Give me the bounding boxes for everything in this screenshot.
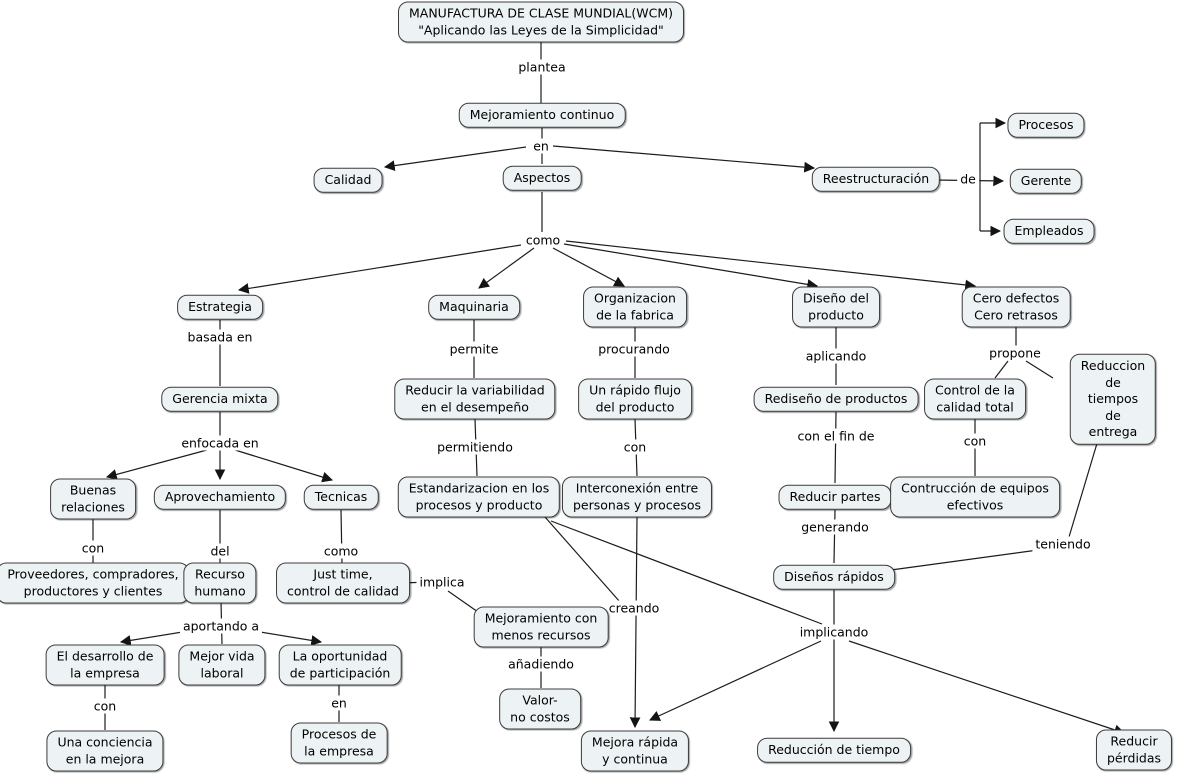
edge-enfocada-buenas	[105, 449, 208, 480]
link-label-creando[interactable]: creando	[605, 600, 663, 616]
edge-implicando-reducirperdidas	[848, 640, 1126, 736]
link-label-enfocada-en[interactable]: enfocada en	[178, 435, 262, 451]
link-label-aportando-a[interactable]: aportando a	[179, 618, 263, 634]
node-proveedores[interactable]: Proveedores, compradores, productores y …	[0, 562, 190, 604]
edge-propone-control	[994, 360, 1009, 379]
node-mejoramiento-recursos[interactable]: Mejoramiento con menos recursos	[473, 606, 609, 648]
edge-propone-reducciontiempos	[1025, 360, 1054, 379]
node-cero-defectos[interactable]: Cero defectos Cero retrasos	[961, 286, 1071, 328]
link-label-con-buenas[interactable]: con	[78, 540, 108, 556]
node-gerente[interactable]: Gerente	[1009, 168, 1083, 194]
link-label-de[interactable]: de	[957, 171, 979, 187]
node-procesos-empresa[interactable]: Procesos de la empresa	[290, 722, 388, 764]
node-mejora-rapida[interactable]: Mejora rápida y continua	[580, 730, 690, 772]
node-interconexion[interactable]: Interconexión entre personas y procesos	[561, 476, 713, 518]
node-procesos[interactable]: Procesos	[1007, 112, 1085, 138]
node-gerencia-mixta[interactable]: Gerencia mixta	[161, 386, 279, 412]
node-control-calidad-total[interactable]: Control de la calidad total	[924, 378, 1026, 420]
link-label-generando[interactable]: generando	[798, 519, 872, 535]
edge-en-calidad	[383, 146, 527, 171]
link-label-con-el-fin-de[interactable]: con el fin de	[794, 428, 878, 444]
link-label-basada-en[interactable]: basada en	[184, 329, 256, 345]
node-aspectos[interactable]: Aspectos	[502, 165, 582, 191]
node-estrategia[interactable]: Estrategia	[177, 294, 263, 320]
link-label-en[interactable]: en	[530, 138, 552, 154]
link-label-en-oportunidad[interactable]: en	[328, 695, 350, 711]
node-diseno-producto[interactable]: Diseño del producto	[792, 286, 880, 328]
node-recurso-humano[interactable]: Recurso humano	[183, 562, 257, 604]
node-valor-no-costos[interactable]: Valor- no costos	[499, 688, 581, 730]
edge-estandarizacion-creando	[544, 516, 621, 603]
link-label-permitiendo[interactable]: permitiendo	[434, 439, 516, 455]
node-empleados[interactable]: Empleados	[1003, 218, 1095, 244]
edge-interconexion-mejorarapida	[629, 516, 641, 729]
edge-como-organizacion	[552, 247, 625, 287]
node-reduccion-tiempos-entrega[interactable]: Reduccion de tiempos de entrega	[1069, 353, 1157, 445]
node-title[interactable]: MANUFACTURA DE CLASE MUNDIAL(WCM) "Aplic…	[398, 1, 684, 43]
edge-en-reestructuracion	[552, 145, 816, 173]
edge-reducirpartes-disenos	[833, 509, 836, 564]
node-mejoramiento-continuo[interactable]: Mejoramiento continuo	[458, 102, 626, 128]
node-reducir-perdidas[interactable]: Reducir pérdidas	[1095, 729, 1173, 771]
node-variabilidad[interactable]: Reducir la variabilidad en el desempeño	[394, 378, 556, 420]
edge-estandarizacion-implicando	[550, 520, 823, 625]
link-label-permite[interactable]: permite	[446, 341, 502, 357]
link-label-como-tecnicas[interactable]: como	[320, 543, 362, 559]
link-label-procurando[interactable]: procurando	[595, 341, 673, 357]
link-label-como[interactable]: como	[522, 232, 564, 248]
link-label-anadiendo[interactable]: añadiendo	[505, 656, 577, 672]
link-label-aplicando[interactable]: aplicando	[802, 348, 870, 364]
node-organizacion-fabrica[interactable]: Organizacion de la fabrica	[583, 286, 687, 328]
link-label-teniendo[interactable]: teniendo	[1032, 536, 1094, 552]
link-label-propone[interactable]: propone	[986, 345, 1044, 361]
node-reduccion-tiempo[interactable]: Reducción de tiempo	[757, 737, 911, 763]
node-calidad[interactable]: Calidad	[313, 167, 383, 193]
edge-como-cero	[565, 240, 977, 291]
edge-como-maquinaria	[478, 247, 535, 289]
node-aprovechamiento[interactable]: Aprovechamiento	[153, 484, 287, 510]
edge-group	[92, 42, 1126, 736]
edge-implica-mejoramientorecursos	[447, 590, 479, 613]
node-construccion-equipos[interactable]: Contrucción de equipos efectivos	[890, 476, 1060, 518]
node-disenos-rapidos[interactable]: Diseños rápidos	[773, 564, 895, 590]
node-tecnicas[interactable]: Tecnicas	[303, 484, 379, 510]
edge-enfocada-tecnicas	[234, 449, 334, 483]
node-desarrollo-empresa[interactable]: El desarrollo de la empresa	[45, 644, 165, 686]
node-buenas-relaciones[interactable]: Buenas relaciones	[50, 478, 136, 520]
node-rediseno-productos[interactable]: Rediseño de productos	[753, 386, 919, 412]
node-reestructuracion[interactable]: Reestructuración	[811, 166, 941, 192]
link-label-implica[interactable]: implica	[416, 574, 468, 590]
node-reducir-partes[interactable]: Reducir partes	[778, 484, 892, 510]
node-mejor-vida[interactable]: Mejor vida laboral	[178, 644, 266, 686]
edge-implicando-mejorarapida	[649, 640, 822, 721]
edge-teniendo-disenos	[890, 549, 1039, 571]
node-maquinaria[interactable]: Maquinaria	[428, 294, 520, 320]
node-rapido-flujo[interactable]: Un rápido flujo del producto	[578, 378, 692, 420]
link-label-del[interactable]: del	[207, 543, 233, 559]
node-oportunidad[interactable]: La oportunidad de participación	[278, 644, 402, 686]
link-label-con-desarrollo[interactable]: con	[90, 698, 120, 714]
link-label-plantea[interactable]: plantea	[515, 59, 569, 75]
edge-como-diseno	[563, 243, 819, 290]
edge-rediseno-reducirpartes	[834, 411, 837, 484]
node-conciencia[interactable]: Una conciencia en la mejora	[46, 730, 164, 772]
node-just-time[interactable]: Just time, control de calidad	[276, 562, 410, 604]
edge-como-estrategia	[237, 244, 522, 294]
link-label-con-flujo[interactable]: con	[620, 439, 650, 455]
node-estandarizacion[interactable]: Estandarizacion en los procesos y produc…	[397, 476, 561, 518]
link-label-implicando[interactable]: implicando	[796, 624, 872, 640]
link-label-con-control[interactable]: con	[960, 433, 990, 449]
